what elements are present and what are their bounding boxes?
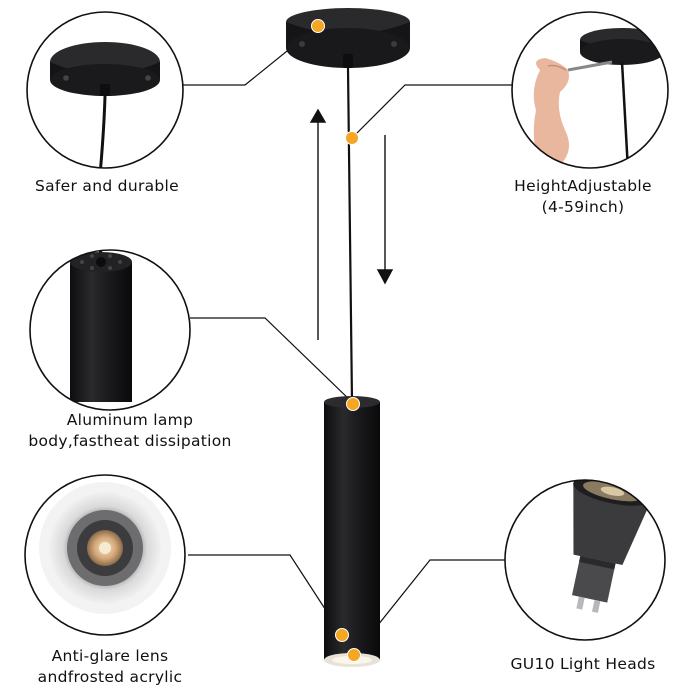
caption-body-line-2: body,fastheat dissipation bbox=[28, 432, 232, 450]
caption-lens-line-1: Anti-glare lens bbox=[51, 647, 169, 665]
adjust-arrows bbox=[309, 108, 394, 340]
caption-height: HeightAdjustable (4-59inch) bbox=[488, 176, 678, 218]
hand-adjusting-cord-icon bbox=[511, 11, 669, 169]
caption-bulb: GU10 Light Heads bbox=[488, 654, 678, 675]
callout-dot-bulb bbox=[347, 648, 361, 662]
caption-bulb-line-1: GU10 Light Heads bbox=[510, 655, 656, 673]
canopy-grip bbox=[343, 54, 353, 68]
ceiling-canopy-icon bbox=[26, 11, 184, 169]
caption-lens-line-2: andfrosted acrylic bbox=[37, 668, 183, 686]
recessed-lens-icon bbox=[24, 474, 186, 636]
connector-height bbox=[351, 84, 515, 139]
callout-dot-lens bbox=[335, 628, 349, 642]
caption-body-line-1: Aluminum lamp bbox=[66, 411, 194, 429]
caption-height-line-2: (4-59inch) bbox=[541, 198, 625, 216]
connector-lens bbox=[188, 554, 343, 636]
callout-dot-body bbox=[346, 397, 360, 411]
caption-canopy-line-1: Safer and durable bbox=[34, 177, 180, 195]
cylinder-lamp-body-icon bbox=[29, 249, 191, 411]
connector-body bbox=[190, 317, 354, 404]
caption-lens: Anti-glare lens andfrosted acrylic bbox=[15, 646, 205, 688]
callout-dot-height bbox=[345, 131, 359, 145]
up-arrow-head bbox=[309, 108, 327, 123]
caption-body: Aluminum lamp body,fastheat dissipation bbox=[10, 410, 250, 452]
callout-dots bbox=[311, 19, 361, 662]
callout-dot-canopy bbox=[311, 19, 325, 33]
gu10-bulb-icon bbox=[504, 479, 666, 641]
pendant-fixture bbox=[286, 8, 410, 667]
suspension-cord bbox=[346, 67, 354, 403]
down-arrow-head bbox=[376, 269, 394, 285]
cylinder-body bbox=[324, 402, 380, 660]
caption-height-line-1: HeightAdjustable bbox=[514, 177, 652, 195]
caption-canopy: Safer and durable bbox=[12, 176, 202, 197]
